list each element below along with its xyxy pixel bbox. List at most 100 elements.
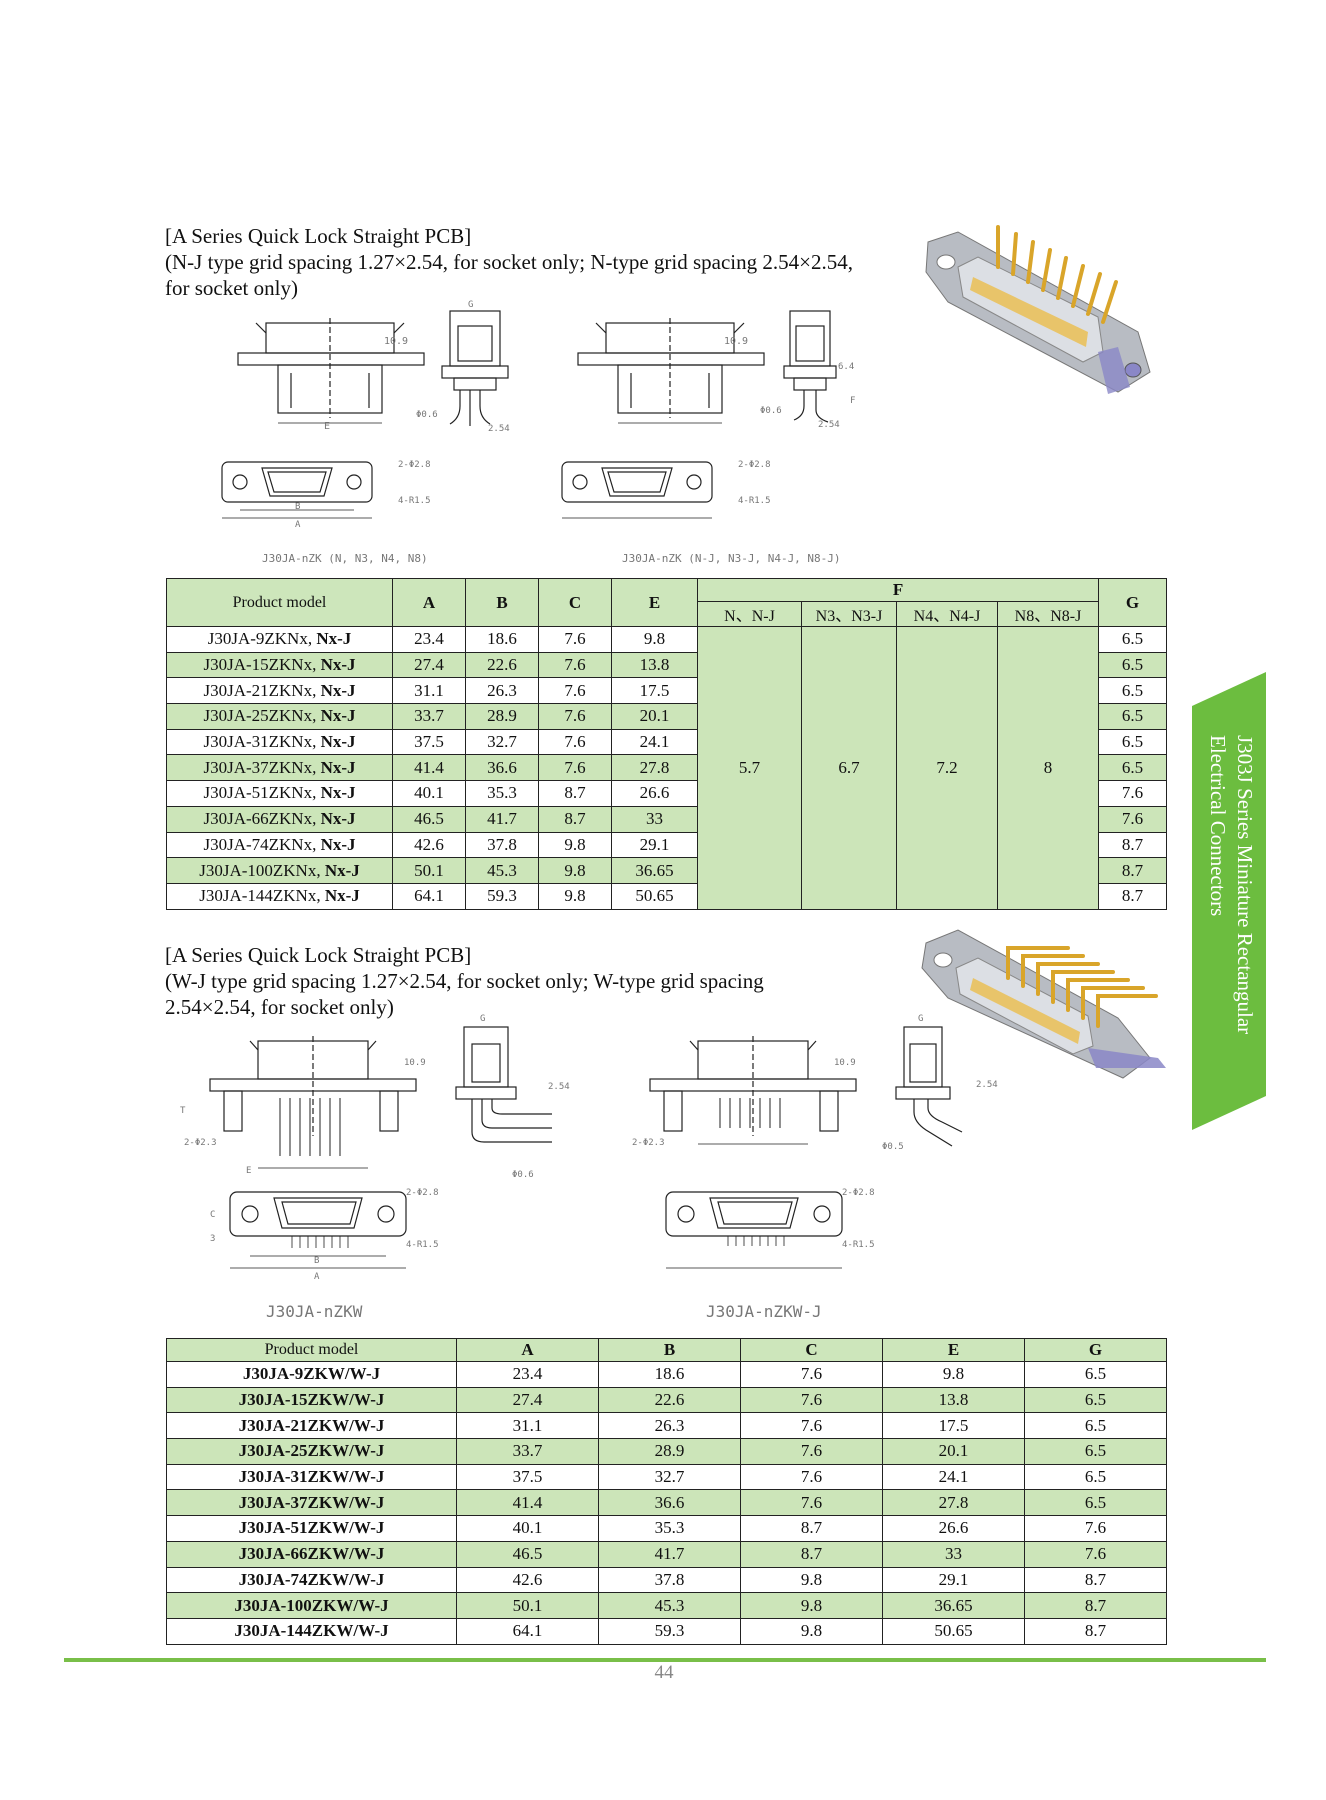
dim-label: 2.54 <box>976 1080 998 1090</box>
cell-g: 6.5 <box>1098 754 1168 782</box>
cell-g: 7.6 <box>1024 1515 1167 1542</box>
drawing-end-view-n: Φ0.6 2.54 G <box>416 300 520 436</box>
cell-model: J30JA-31ZKW/W-J <box>166 1463 457 1491</box>
cell-c: 7.6 <box>740 1463 883 1491</box>
drawing-side-view-w: 2-Φ2.3 T E 10.9 <box>180 1036 430 1176</box>
cell-g: 6.5 <box>1024 1412 1167 1440</box>
cell-a: 64.1 <box>392 882 466 910</box>
cell-a: 40.1 <box>392 780 466 807</box>
cell-g: 8.7 <box>1024 1592 1167 1619</box>
cell-e: 24.1 <box>882 1463 1025 1491</box>
cell-b: 37.8 <box>598 1566 741 1594</box>
cell-e: 26.6 <box>611 780 698 807</box>
cell-model: J30JA-21ZKNx, Nx-J <box>166 677 393 705</box>
dim-label: A <box>295 520 301 530</box>
cell-c: 9.8 <box>740 1566 883 1594</box>
header-f-n: N、N-J <box>697 601 802 627</box>
section2-title: [A Series Quick Lock Straight PCB] <box>165 943 472 967</box>
table-row: J30JA-66ZKNx, Nx-J 46.5 41.7 8.7 33 7.6 <box>166 805 1168 833</box>
spec-table-n-type: Product model A B C E F G N、N-J N3、N3-J … <box>166 578 1168 910</box>
cell-g: 7.6 <box>1098 805 1168 833</box>
cell-a: 64.1 <box>456 1617 599 1645</box>
cell-e: 17.5 <box>611 677 698 705</box>
dim-label: 10.9 <box>834 1058 856 1068</box>
cell-model: J30JA-9ZKNx, Nx-J <box>166 626 393 653</box>
header-b: B <box>465 578 539 627</box>
cell-b: 37.8 <box>465 831 539 859</box>
dim-label: 10.9 <box>384 336 409 347</box>
cell-b: 35.3 <box>598 1515 741 1542</box>
section2-heading: [A Series Quick Lock Straight PCB] (W-J … <box>165 942 764 1020</box>
cell-b: 45.3 <box>598 1592 741 1619</box>
dim-label: E <box>324 421 331 432</box>
cell-b: 28.9 <box>465 703 539 730</box>
cell-f-n4: 7.2 <box>896 626 998 910</box>
dim-label: 2-Φ2.8 <box>398 460 431 470</box>
cell-c: 7.6 <box>538 651 612 679</box>
cell-a: 27.4 <box>392 651 466 679</box>
cell-e: 36.65 <box>882 1592 1025 1619</box>
cell-e: 33 <box>611 805 698 833</box>
header-f-n3: N3、N3-J <box>801 601 897 627</box>
dim-label: Φ0.5 <box>882 1142 904 1152</box>
cell-model: J30JA-74ZKNx, Nx-J <box>166 831 393 859</box>
dim-label: E <box>246 1166 252 1176</box>
header-g: G <box>1024 1338 1167 1362</box>
dim-label: 2-Φ2.8 <box>842 1188 875 1198</box>
section1-subtitle-line1: (N-J type grid spacing 1.27×2.54, for so… <box>165 250 853 274</box>
cell-a: 27.4 <box>456 1386 599 1414</box>
cell-a: 33.7 <box>456 1438 599 1465</box>
cell-b: 41.7 <box>598 1540 741 1568</box>
dim-label: 2-Φ2.3 <box>632 1138 665 1148</box>
cell-c: 7.6 <box>538 677 612 705</box>
cell-g: 8.7 <box>1098 831 1168 859</box>
cell-g: 6.5 <box>1024 1386 1167 1414</box>
cell-e: 36.65 <box>611 857 698 884</box>
cell-c: 8.7 <box>538 780 612 807</box>
header-a: A <box>392 578 466 627</box>
table-row: J30JA-9ZKNx, Nx-J 23.4 18.6 7.6 9.8 5.7 … <box>166 626 1168 910</box>
dim-label: Φ0.6 <box>416 410 438 420</box>
cell-c: 7.6 <box>538 728 612 756</box>
cell-c: 9.8 <box>538 882 612 910</box>
header-c: C <box>538 578 612 627</box>
cell-model: J30JA-51ZKW/W-J <box>166 1515 457 1542</box>
cell-c: 9.8 <box>740 1592 883 1619</box>
cell-model: J30JA-74ZKW/W-J <box>166 1566 457 1594</box>
cell-c: 7.6 <box>740 1361 883 1388</box>
dim-label: B <box>295 502 301 512</box>
cell-a: 46.5 <box>456 1540 599 1568</box>
connector-photo-straight <box>918 222 1158 417</box>
cell-g: 6.5 <box>1098 703 1168 730</box>
dim-label: 6.4 <box>838 362 855 372</box>
cell-c: 7.6 <box>538 754 612 782</box>
drawing-front-view-wj: 2-Φ2.8 4-R1.5 <box>646 1186 896 1286</box>
table-row: J30JA-51ZKNx, Nx-J 40.1 35.3 8.7 26.6 7.… <box>166 780 1168 807</box>
dim-label: 2-Φ2.8 <box>406 1188 439 1198</box>
cell-a: 31.1 <box>456 1412 599 1440</box>
cell-b: 18.6 <box>465 626 539 653</box>
drawing-end-view-w: G 2.54 Φ0.6 <box>452 1014 570 1192</box>
cell-e: 50.65 <box>611 882 698 910</box>
dim-label: 2.54 <box>818 420 840 430</box>
cell-a: 37.5 <box>392 728 466 756</box>
cell-g: 6.5 <box>1098 626 1168 653</box>
drawing-side-view-wj: 2-Φ2.3 10.9 <box>620 1036 870 1176</box>
cell-a: 23.4 <box>456 1361 599 1388</box>
cell-g: 6.5 <box>1024 1463 1167 1491</box>
cell-a: 50.1 <box>392 857 466 884</box>
dim-label: 4-R1.5 <box>842 1240 875 1250</box>
cell-f-n: 5.7 <box>697 626 802 910</box>
dim-label: 3 <box>210 1234 216 1244</box>
dim-label: 4-R1.5 <box>406 1240 439 1250</box>
footer-rule <box>64 1658 1266 1662</box>
drawing-end-view-wj: G Φ0.5 2.54 <box>882 1014 998 1172</box>
cell-a: 46.5 <box>392 805 466 833</box>
cell-g: 8.7 <box>1098 882 1168 910</box>
header-b: B <box>598 1338 741 1362</box>
cell-f-n8: 8 <box>996 626 1100 910</box>
